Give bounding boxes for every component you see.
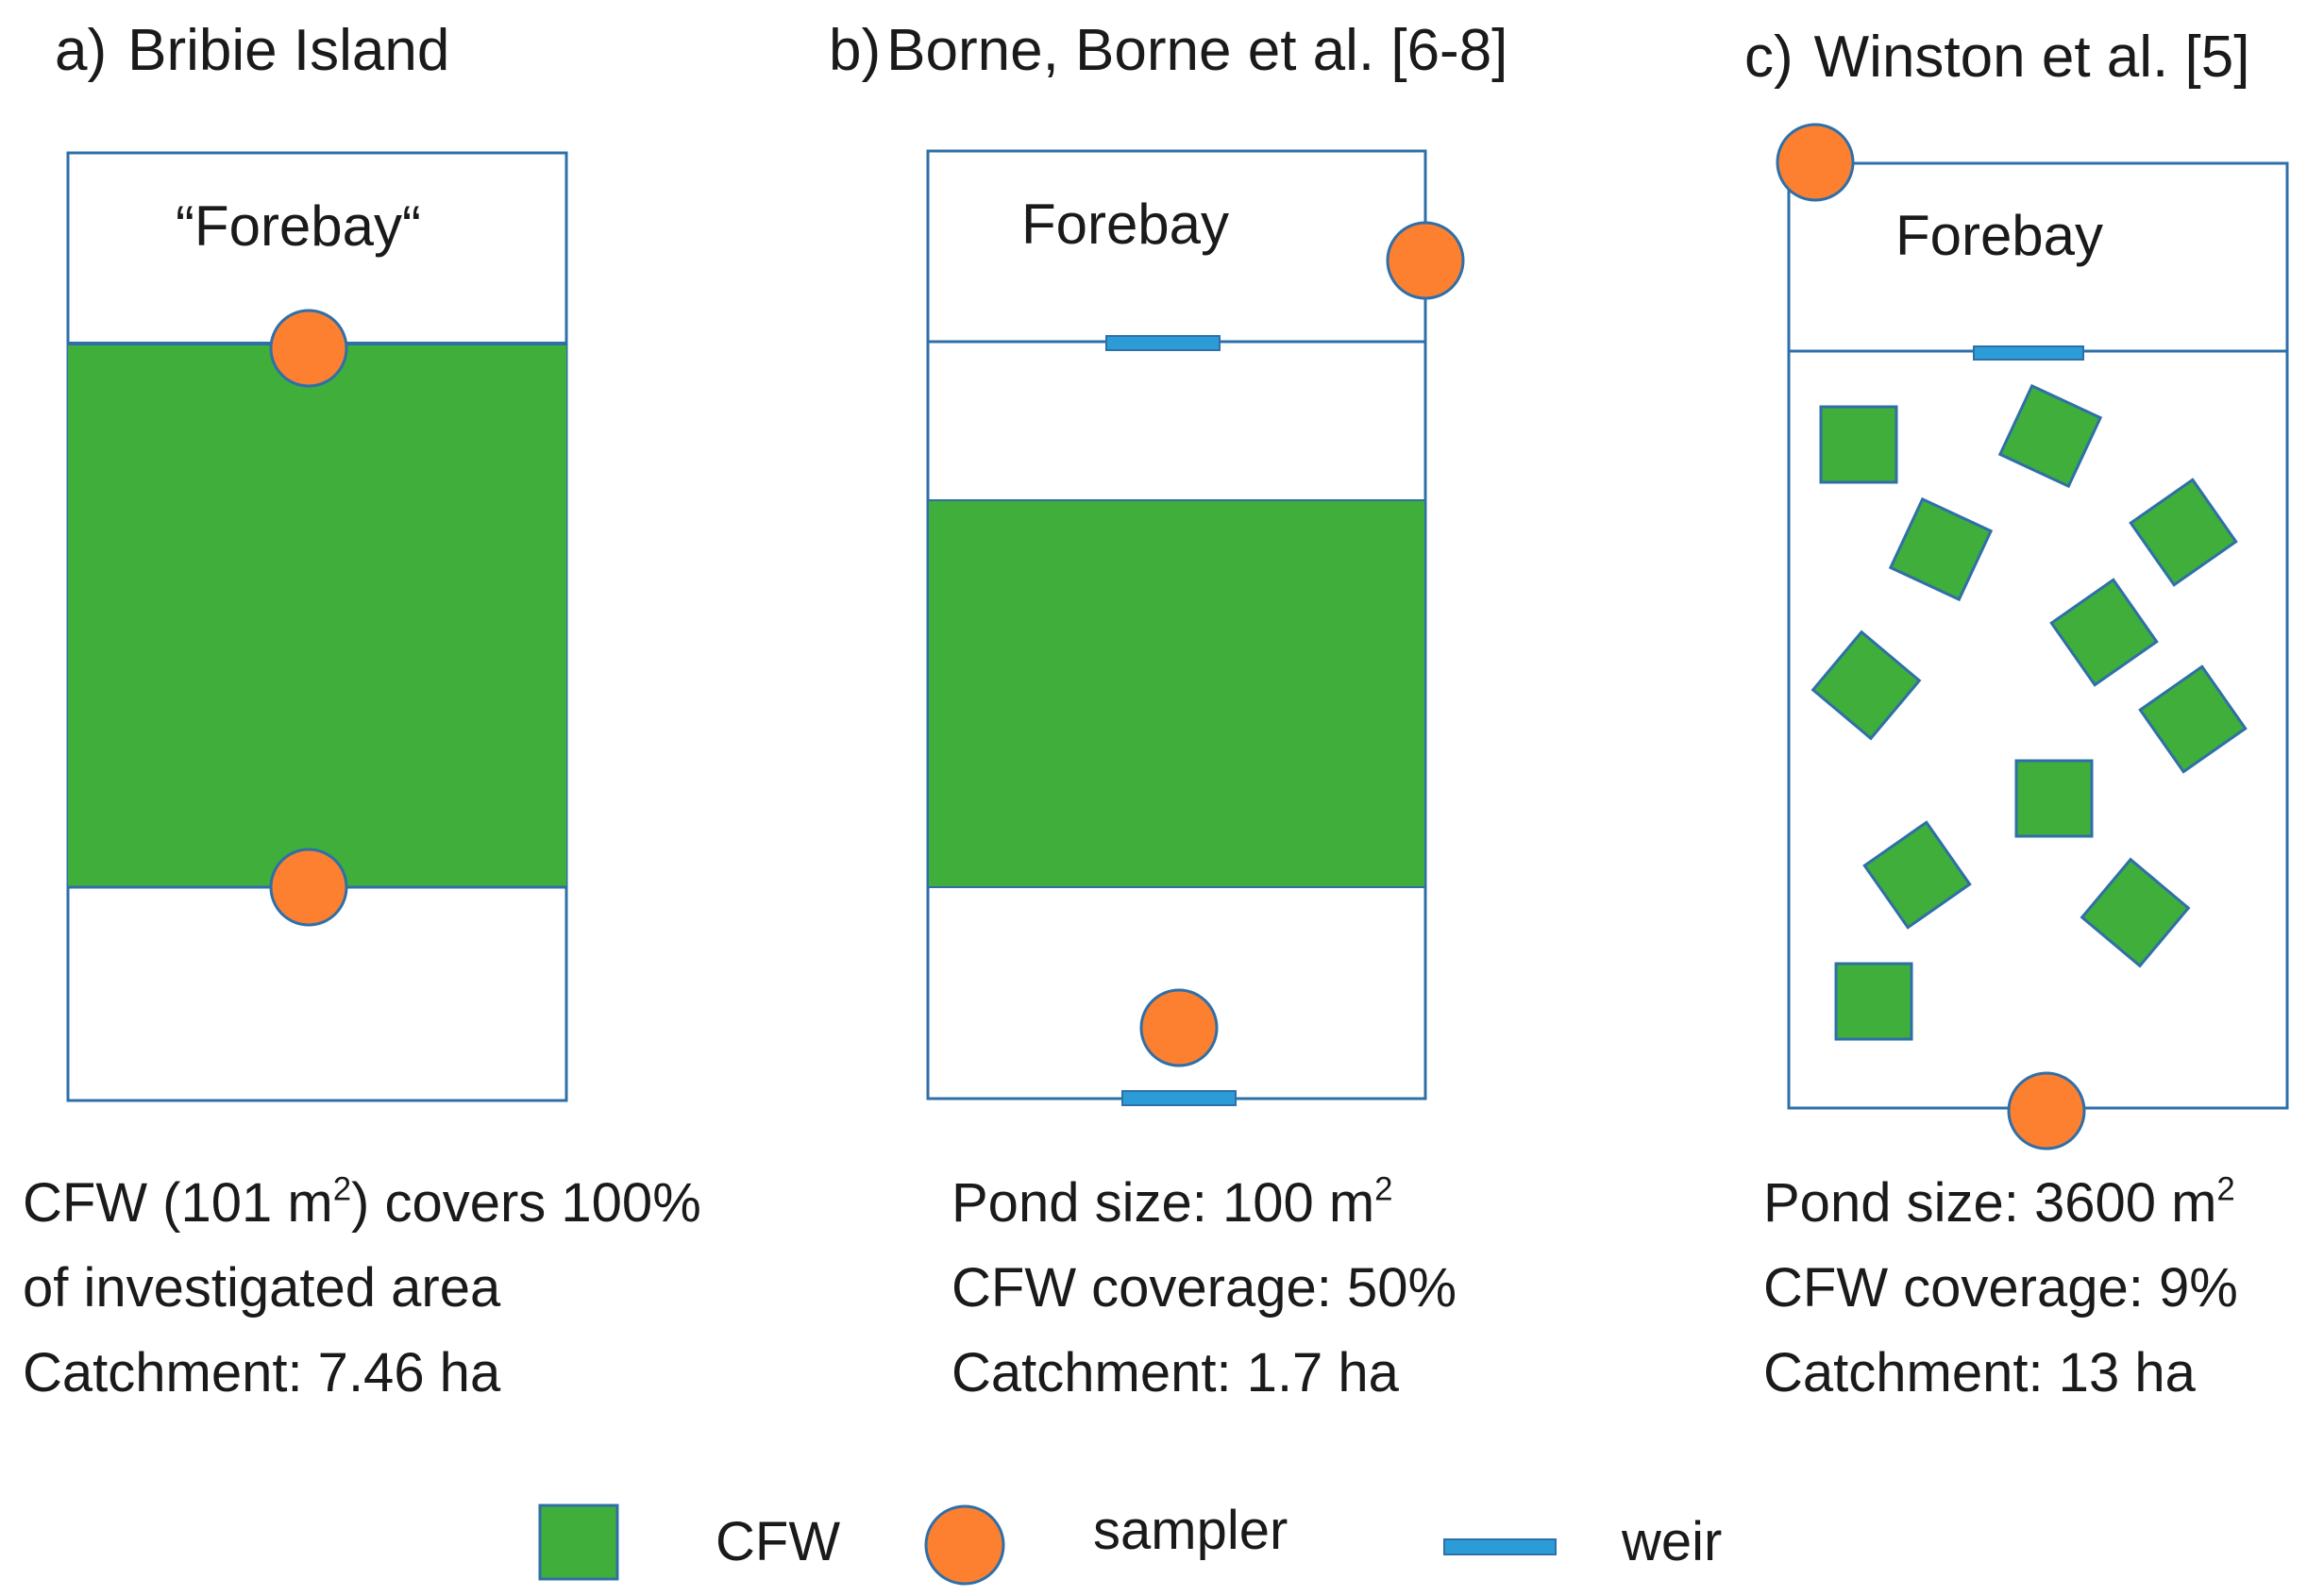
- panel-b-title-text: Borne, Borne et al. [6-8]: [886, 18, 1508, 83]
- panel-c-title: c) Winston et al. [5]: [1744, 24, 2249, 91]
- legend-cfw-label: CFW: [716, 1511, 841, 1572]
- panel-c-info-line1: Pond size: 3600 m2: [1763, 1161, 2238, 1246]
- panel-b-info-line1: Pond size: 100 m2: [951, 1161, 1457, 1246]
- panel-c-cfw-island: [2138, 664, 2248, 774]
- panel-a-cfw-area: [68, 344, 566, 887]
- panel-c-cfw-island: [1997, 383, 2103, 489]
- legend-weir-label: weir: [1622, 1511, 1723, 1572]
- panel-c-title-text: Winston et al. [5]: [1813, 25, 2250, 90]
- panel-a-info: CFW (101 m2) covers 100% of investigated…: [23, 1161, 701, 1416]
- panel-a-sampler-bottom: [269, 848, 348, 927]
- panel-b-sampler-outlet: [1139, 988, 1219, 1067]
- panel-c-pond-outline: [1787, 161, 2289, 1110]
- panel-c-cfw-island: [2014, 759, 2094, 838]
- panel-c-cfw-island: [2080, 857, 2191, 968]
- panel-a-info-line1-post: ) covers 100%: [351, 1172, 701, 1234]
- panel-c-info-line1-sup: 2: [2216, 1170, 2235, 1208]
- panel-c-letter: c): [1744, 25, 1794, 90]
- panel-c-info-line3: Catchment: 13 ha: [1763, 1342, 2196, 1403]
- panel-c-info-line2: CFW coverage: 9%: [1763, 1257, 2238, 1319]
- panel-a-letter: a): [55, 18, 108, 83]
- panel-c-cfw-island: [1819, 405, 1898, 484]
- panel-c-sampler-outlet: [2007, 1071, 2086, 1151]
- panel-c-cfw-island: [1810, 630, 1922, 741]
- panel-b-weir-top: [1105, 335, 1221, 351]
- panel-c-sampler-inlet: [1776, 123, 1855, 202]
- panel-b-info-line2: CFW coverage: 50%: [951, 1257, 1457, 1319]
- panel-a-info-line3: Catchment: 7.46 ha: [23, 1342, 501, 1403]
- legend-sampler-label: sampler: [1093, 1500, 1288, 1561]
- panel-c-cfw-island: [1834, 962, 1913, 1041]
- panel-b-info-line1-sup: 2: [1374, 1170, 1393, 1208]
- panel-b-weir-bottom: [1121, 1090, 1237, 1106]
- panel-b-info-line3: Catchment: 1.7 ha: [951, 1342, 1399, 1403]
- panel-b-title: b)Borne, Borne et al. [6-8]: [829, 17, 1507, 84]
- panel-c-cfw-island: [2049, 578, 2159, 687]
- panel-a-info-line2: of investigated area: [23, 1257, 501, 1319]
- panel-c-cfw-island: [2129, 478, 2238, 587]
- panel-c-diagram: [1776, 123, 2289, 1151]
- panel-a-info-line1-pre: CFW (101 m: [23, 1172, 333, 1234]
- panel-a-info-line1: CFW (101 m2) covers 100%: [23, 1161, 701, 1246]
- panel-c-cfw-island: [1888, 496, 1994, 602]
- panel-b-sampler-inlet: [1386, 221, 1465, 300]
- panel-b-letter: b): [829, 18, 882, 83]
- legend-cfw-swatch: [538, 1504, 619, 1581]
- panel-b-info-line1-pre: Pond size: 100 m: [951, 1172, 1375, 1234]
- panel-b-cfw-area: [927, 499, 1426, 888]
- panel-c-cfw-island: [1862, 820, 1972, 930]
- panel-a-sampler-top: [269, 309, 348, 388]
- panel-a-title: a) Bribie Island: [55, 17, 449, 84]
- panel-a-diagram: [66, 151, 568, 1102]
- legend-sampler-swatch: [924, 1504, 1005, 1586]
- legend-weir-swatch: [1443, 1538, 1557, 1555]
- panel-c-info-line1-pre: Pond size: 3600 m: [1763, 1172, 2217, 1234]
- panel-c-info: Pond size: 3600 m2 CFW coverage: 9% Catc…: [1763, 1161, 2238, 1416]
- panel-b-forebay-label: Forebay: [1021, 193, 1229, 256]
- legend-symbols: [538, 1504, 1557, 1586]
- panel-b-info: Pond size: 100 m2 CFW coverage: 50% Catc…: [951, 1161, 1457, 1416]
- panel-a-info-line1-sup: 2: [332, 1170, 352, 1208]
- panel-c-forebay-label: Forebay: [1895, 204, 2103, 267]
- panel-b-diagram: [926, 149, 1465, 1106]
- panel-a-forebay-label: “Forebay“: [176, 194, 421, 258]
- panel-c-weir: [1973, 345, 2084, 361]
- panel-a-title-text: Bribie Island: [127, 18, 450, 83]
